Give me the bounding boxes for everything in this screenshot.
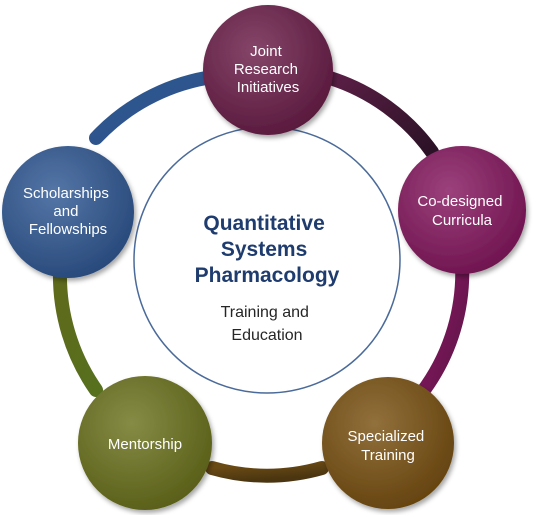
node-scholarships-fellowships-shade	[2, 146, 134, 278]
ring-arc-joint-to-curricula	[323, 71, 439, 159]
node-specialized-training-label: Specialized Training	[348, 428, 429, 464]
ring	[52, 71, 470, 483]
ring-arc-mentorship-to-scholarships	[52, 263, 103, 397]
node-co-designed-curricula-shade	[398, 146, 526, 274]
node-co-designed-curricula-line-1: Co-designed	[417, 193, 502, 210]
center-title-line-1: Quantitative	[203, 212, 324, 235]
node-co-designed-curricula-label: Co-designed Curricula	[417, 193, 506, 229]
center-subtitle-line-2: Education	[231, 327, 302, 344]
node-specialized-training-line-2: Training	[361, 447, 415, 464]
node-scholarships-fellowships-label: Scholarships and Fellowships	[23, 185, 113, 238]
node-joint-research-label: Joint Research Initiatives	[234, 43, 302, 96]
node-mentorship	[78, 376, 212, 510]
node-mentorship-shade	[78, 376, 212, 510]
node-joint-research-shade	[203, 5, 333, 135]
ring-arc-specialized-to-mentorship	[205, 461, 329, 483]
center-subtitle: Training and Education	[221, 304, 314, 344]
node-specialized-training-shade	[322, 377, 454, 509]
node-specialized-training	[322, 377, 454, 509]
node-joint-research-line-1: Joint	[250, 43, 283, 60]
node-co-designed-curricula-line-2: Curricula	[432, 212, 493, 229]
node-scholarships-fellowships	[2, 146, 134, 278]
center-title-line-2: Systems	[221, 238, 307, 261]
center-title: Quantitative Systems Pharmacology	[195, 212, 340, 287]
node-joint-research	[203, 5, 333, 135]
node-specialized-training-line-1: Specialized	[348, 428, 425, 445]
center-title-line-3: Pharmacology	[195, 264, 340, 287]
node-joint-research-line-3: Initiatives	[237, 79, 300, 96]
node-scholarships-fellowships-line-2: and	[53, 203, 78, 220]
node-mentorship-line-1: Mentorship	[108, 436, 182, 453]
node-mentorship-label: Mentorship	[108, 436, 182, 453]
node-scholarships-fellowships-line-3: Fellowships	[29, 221, 107, 238]
node-joint-research-line-2: Research	[234, 61, 298, 78]
node-co-designed-curricula	[398, 146, 526, 274]
ring-arc-curricula-to-specialized	[417, 255, 470, 397]
center-subtitle-line-1: Training and	[221, 304, 309, 321]
node-scholarships-fellowships-line-1: Scholarships	[23, 185, 109, 202]
ring-arc-scholarships-to-joint	[89, 71, 213, 145]
center-hub: Quantitative Systems Pharmacology Traini…	[133, 126, 401, 394]
